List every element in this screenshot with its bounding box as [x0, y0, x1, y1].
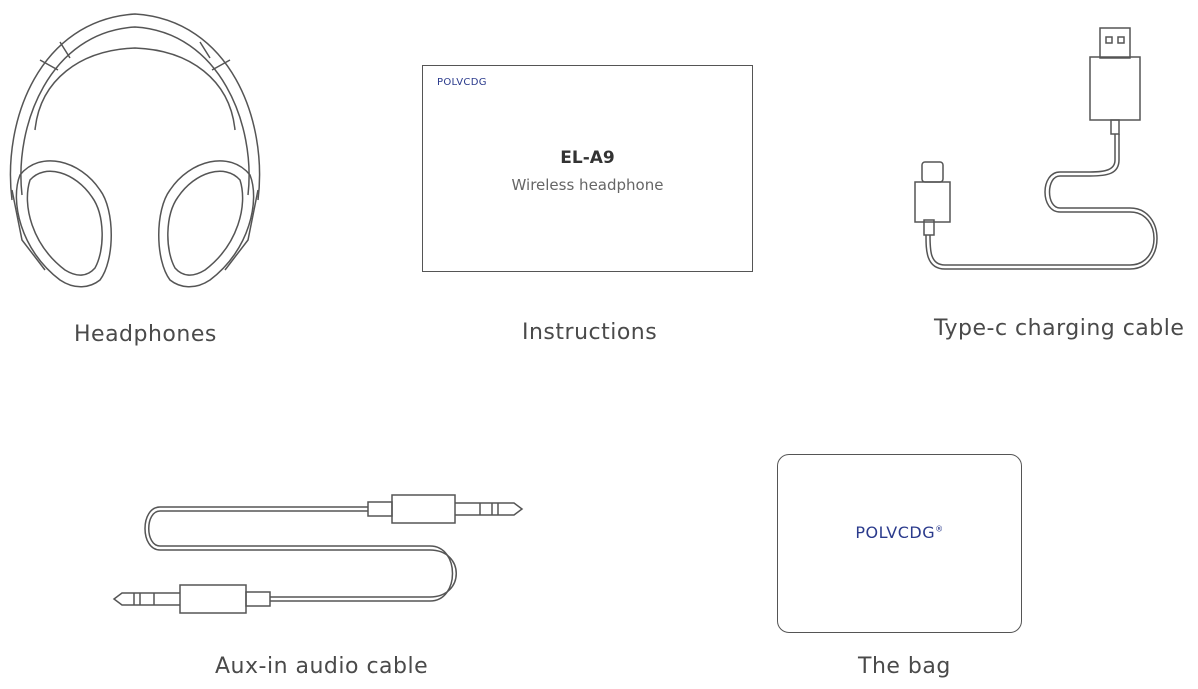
instructions-caption: Instructions — [522, 320, 658, 345]
manual-model: EL-A9 — [560, 148, 615, 168]
charging-cable-illustration — [914, 27, 1158, 270]
carry-bag: POLVCDG® — [777, 454, 1022, 633]
bag-brand-logo: POLVCDG® — [778, 523, 1021, 542]
aux-cable-illustration — [112, 494, 524, 614]
bag-caption: The bag — [858, 654, 951, 679]
headphones-caption: Headphones — [74, 322, 217, 347]
instruction-manual: POLVCDG EL-A9 Wireless headphone — [422, 65, 753, 272]
aux-cable-caption: Aux-in audio cable — [215, 654, 429, 679]
manual-brand-logo: POLVCDG — [437, 77, 487, 88]
charging-cable-caption: Type-c charging cable — [934, 316, 1185, 341]
headphones-illustration — [9, 13, 261, 288]
bag-brand-name: POLVCDG — [855, 523, 936, 542]
manual-subtitle: Wireless headphone — [511, 176, 664, 194]
bag-trademark: ® — [935, 524, 944, 534]
